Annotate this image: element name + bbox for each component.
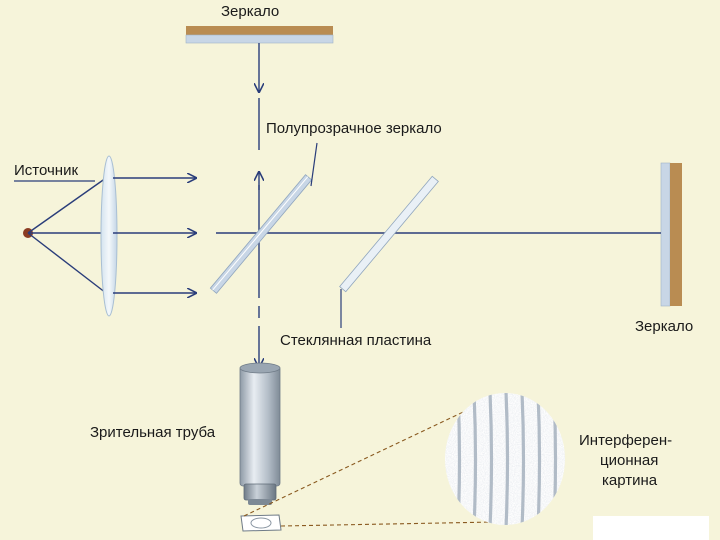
glass-plate-compensator <box>339 175 439 293</box>
semi-mirror-leader <box>310 142 318 187</box>
top-mirror-glass <box>185 34 334 44</box>
top-mirror <box>185 26 334 44</box>
right-mirror <box>660 162 682 307</box>
label-pattern-line3: картина <box>602 472 658 489</box>
connector-lower <box>280 521 496 527</box>
interference-pattern <box>443 391 567 527</box>
label-right-mirror: Зеркало <box>635 318 694 335</box>
collimating-lens <box>100 155 118 317</box>
ray-upper-diverging <box>27 177 107 234</box>
corner-white-panel <box>593 516 709 540</box>
collimated-rays <box>113 178 196 293</box>
right-mirror-glass <box>660 162 671 307</box>
telescope-eyepiece <box>248 499 272 505</box>
label-telescope: Зрительная труба <box>90 424 216 441</box>
top-mirror-backing <box>186 26 333 35</box>
telescope <box>239 362 281 505</box>
telescope-objective <box>239 362 281 374</box>
label-pattern-line2: ционная <box>600 452 659 469</box>
eyepiece-view <box>240 514 282 532</box>
connector-upper <box>243 404 479 517</box>
label-source: Источник <box>14 162 79 179</box>
source-rays <box>27 177 107 294</box>
telescope-eyepiece-ring <box>243 483 277 501</box>
ray-lower-diverging <box>27 232 107 294</box>
label-top-mirror: Зеркало <box>221 3 280 20</box>
view-square <box>240 514 282 532</box>
label-semi-transparent-mirror: Полупрозрачное зеркало <box>266 120 442 137</box>
right-mirror-backing <box>670 163 682 306</box>
semi-transparent-mirror <box>209 174 313 294</box>
pattern-connectors <box>243 404 496 527</box>
telescope-tube <box>239 365 281 487</box>
label-pattern-line1: Интерферен- <box>579 432 673 449</box>
label-glass-plate: Стеклянная пластина <box>280 332 432 349</box>
view-circle <box>250 517 272 529</box>
leader-lines <box>14 142 342 328</box>
